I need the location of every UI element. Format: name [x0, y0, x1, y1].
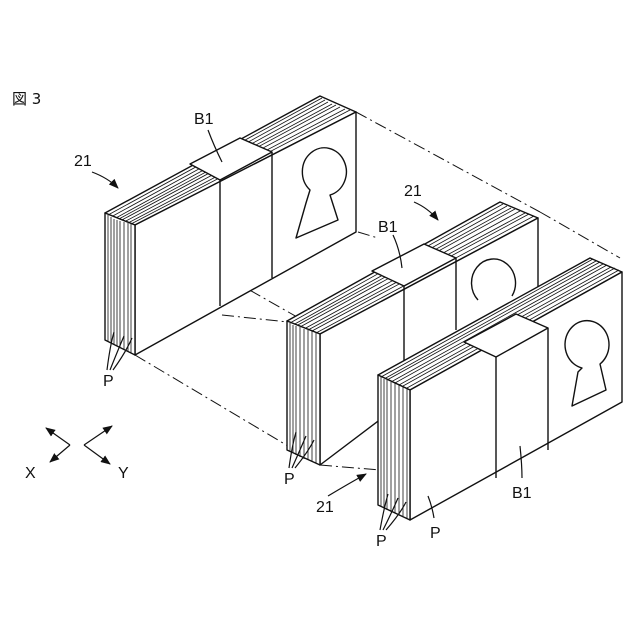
figure-title: 図 3	[12, 90, 41, 108]
band-label-b1-bundle-2: B1	[378, 219, 398, 236]
sheet-label-p-face: P	[430, 525, 441, 542]
sheet-label-p-bundle-3: P	[376, 533, 387, 550]
axis-indicator	[46, 426, 112, 464]
axis-label-y: Y	[118, 465, 129, 482]
ref-21-bundle-3: 21	[316, 499, 334, 516]
bundle-2-keyhole	[472, 259, 516, 300]
axis-label-x: X	[25, 465, 36, 482]
band-label-b1-bundle-3: B1	[512, 485, 532, 502]
sheet-label-p-bundle-2: P	[284, 471, 295, 488]
band-label-b1-bundle-1: B1	[194, 111, 214, 128]
ref-21-bundle-1: 21	[74, 153, 92, 170]
sheet-label-p-bundle-1: P	[103, 373, 114, 390]
ref-21-bundle-2: 21	[404, 183, 422, 200]
